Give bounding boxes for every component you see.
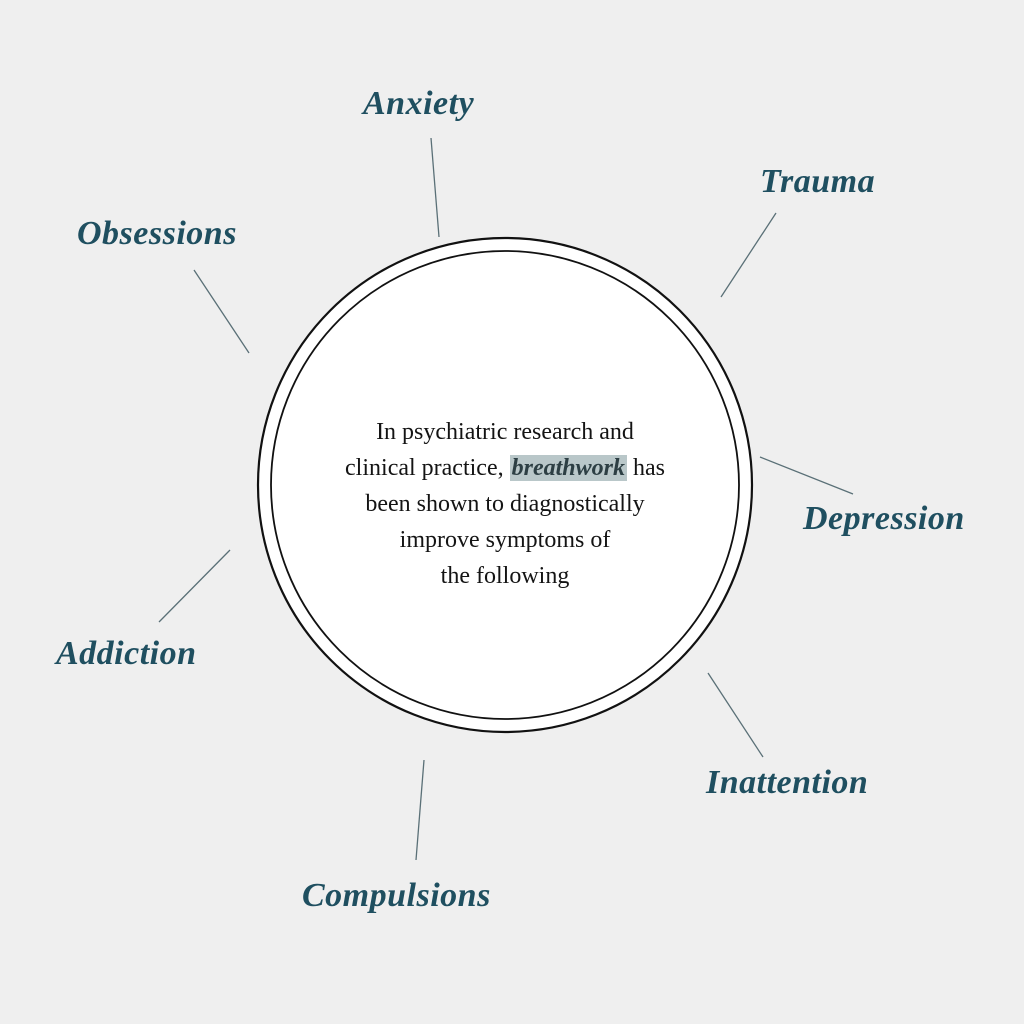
label-depression: Depression bbox=[803, 500, 965, 537]
label-inattention: Inattention bbox=[706, 764, 869, 801]
connector-depression bbox=[759, 456, 854, 495]
center-line-2-before: clinical practice, bbox=[345, 455, 510, 481]
connector-obsessions bbox=[193, 269, 250, 354]
highlighted-term: breathwork bbox=[509, 455, 627, 481]
label-obsessions: Obsessions bbox=[77, 215, 237, 252]
center-line-4: improve symptoms of bbox=[399, 527, 611, 553]
connector-anxiety bbox=[430, 137, 440, 238]
center-circle-inner bbox=[270, 250, 740, 720]
label-trauma: Trauma bbox=[760, 163, 876, 200]
center-line-5: the following bbox=[440, 563, 570, 589]
label-addiction: Addiction bbox=[56, 635, 197, 672]
connector-inattention bbox=[707, 672, 764, 758]
center-line-2-after: has bbox=[626, 455, 665, 481]
connector-trauma bbox=[720, 212, 777, 298]
label-compulsions: Compulsions bbox=[302, 877, 491, 914]
center-line-3: been shown to diagnostically bbox=[365, 491, 645, 517]
connector-compulsions bbox=[415, 759, 425, 861]
label-anxiety: Anxiety bbox=[363, 85, 475, 122]
center-statement: In psychiatric research and clinical pra… bbox=[285, 414, 725, 594]
connector-addiction bbox=[158, 549, 231, 623]
center-line-2: clinical practice, breathwork has bbox=[285, 450, 725, 486]
center-line-1: In psychiatric research and bbox=[376, 419, 634, 445]
